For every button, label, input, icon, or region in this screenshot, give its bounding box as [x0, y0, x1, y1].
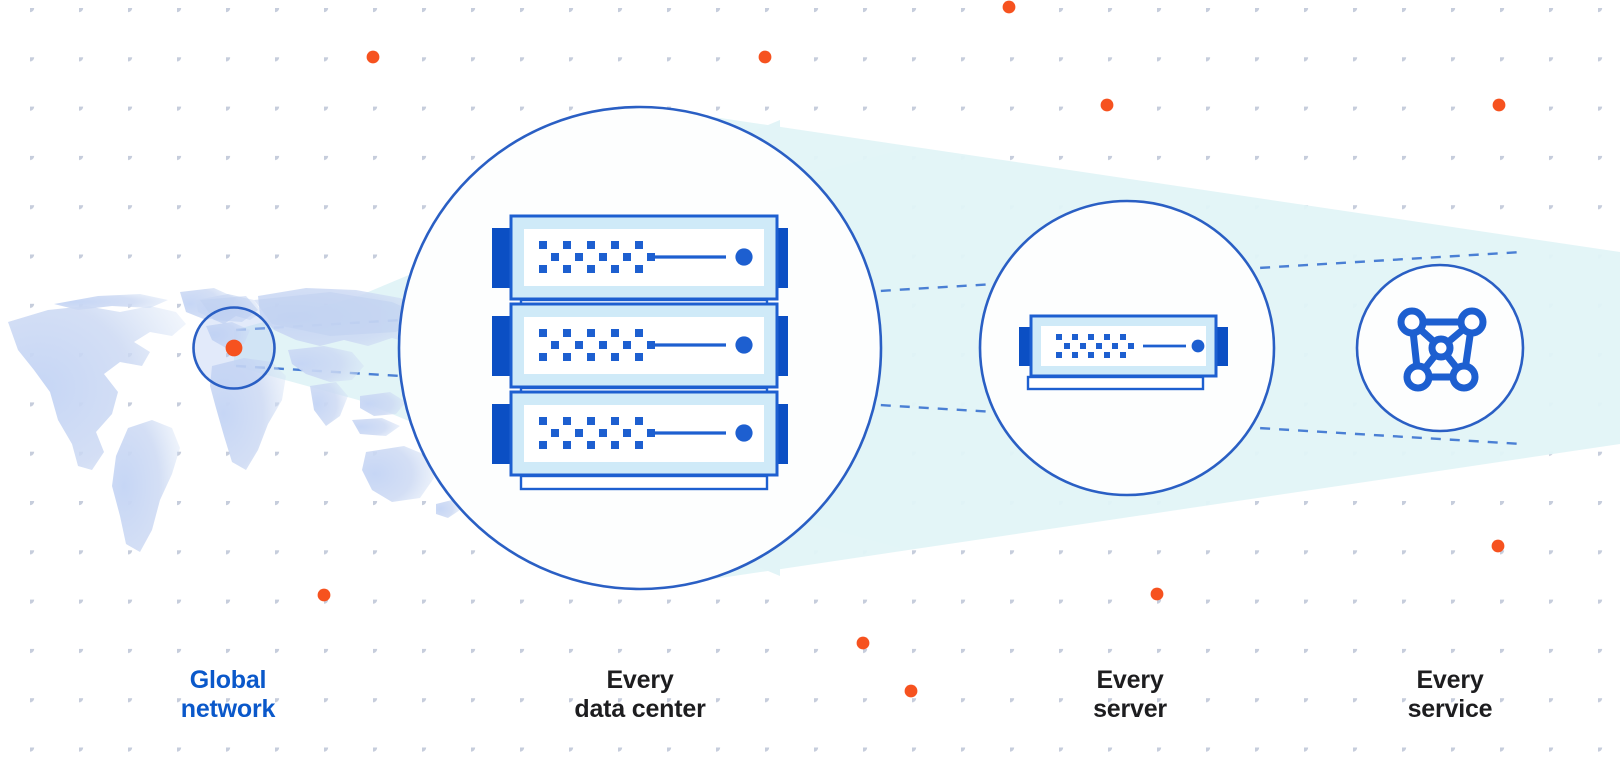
rack-unit-1 [492, 214, 788, 301]
server-leds [1056, 334, 1134, 358]
server-base [1026, 375, 1205, 391]
map-focus-dot [225, 339, 243, 357]
rack-unit-ear-left [492, 228, 514, 288]
orange-dot [758, 50, 772, 64]
rack-unit-panel [524, 229, 764, 286]
rack-unit-leds [539, 329, 655, 361]
orange-dot-group [317, 0, 1506, 698]
orange-dot [1002, 0, 1016, 14]
rack-unit-status-light [735, 248, 753, 266]
single-server-icon [1019, 314, 1228, 391]
rack-unit-panel [524, 405, 764, 462]
rack-unit-status-light [735, 336, 753, 354]
mesh-node [1457, 307, 1487, 337]
rack-unit-3 [492, 390, 788, 477]
orange-dot [1100, 98, 1114, 112]
orange-dot [317, 588, 331, 602]
mesh-node [1449, 362, 1479, 392]
world-map-icon [8, 288, 460, 552]
orange-dot [1150, 587, 1164, 601]
server-status-light [1191, 339, 1205, 353]
rack-unit-2 [492, 302, 788, 389]
service-mesh-icon [1397, 307, 1487, 392]
rack-unit-panel [524, 317, 764, 374]
rack-unit-leds [539, 241, 655, 273]
rack-unit-status-light [735, 424, 753, 442]
mesh-node [1397, 307, 1427, 337]
mesh-node [1403, 362, 1433, 392]
orange-dot [366, 50, 380, 64]
orange-dot [1491, 539, 1505, 553]
server-rack-icon [492, 214, 788, 491]
rack-unit-ear-left [492, 316, 514, 376]
rack-unit-ear-left [492, 404, 514, 464]
orange-dot [856, 636, 870, 650]
orange-dot [1492, 98, 1506, 112]
mesh-node-center [1428, 335, 1454, 361]
rack-base [519, 474, 769, 491]
orange-dot [904, 684, 918, 698]
rack-unit-leds [539, 417, 655, 449]
